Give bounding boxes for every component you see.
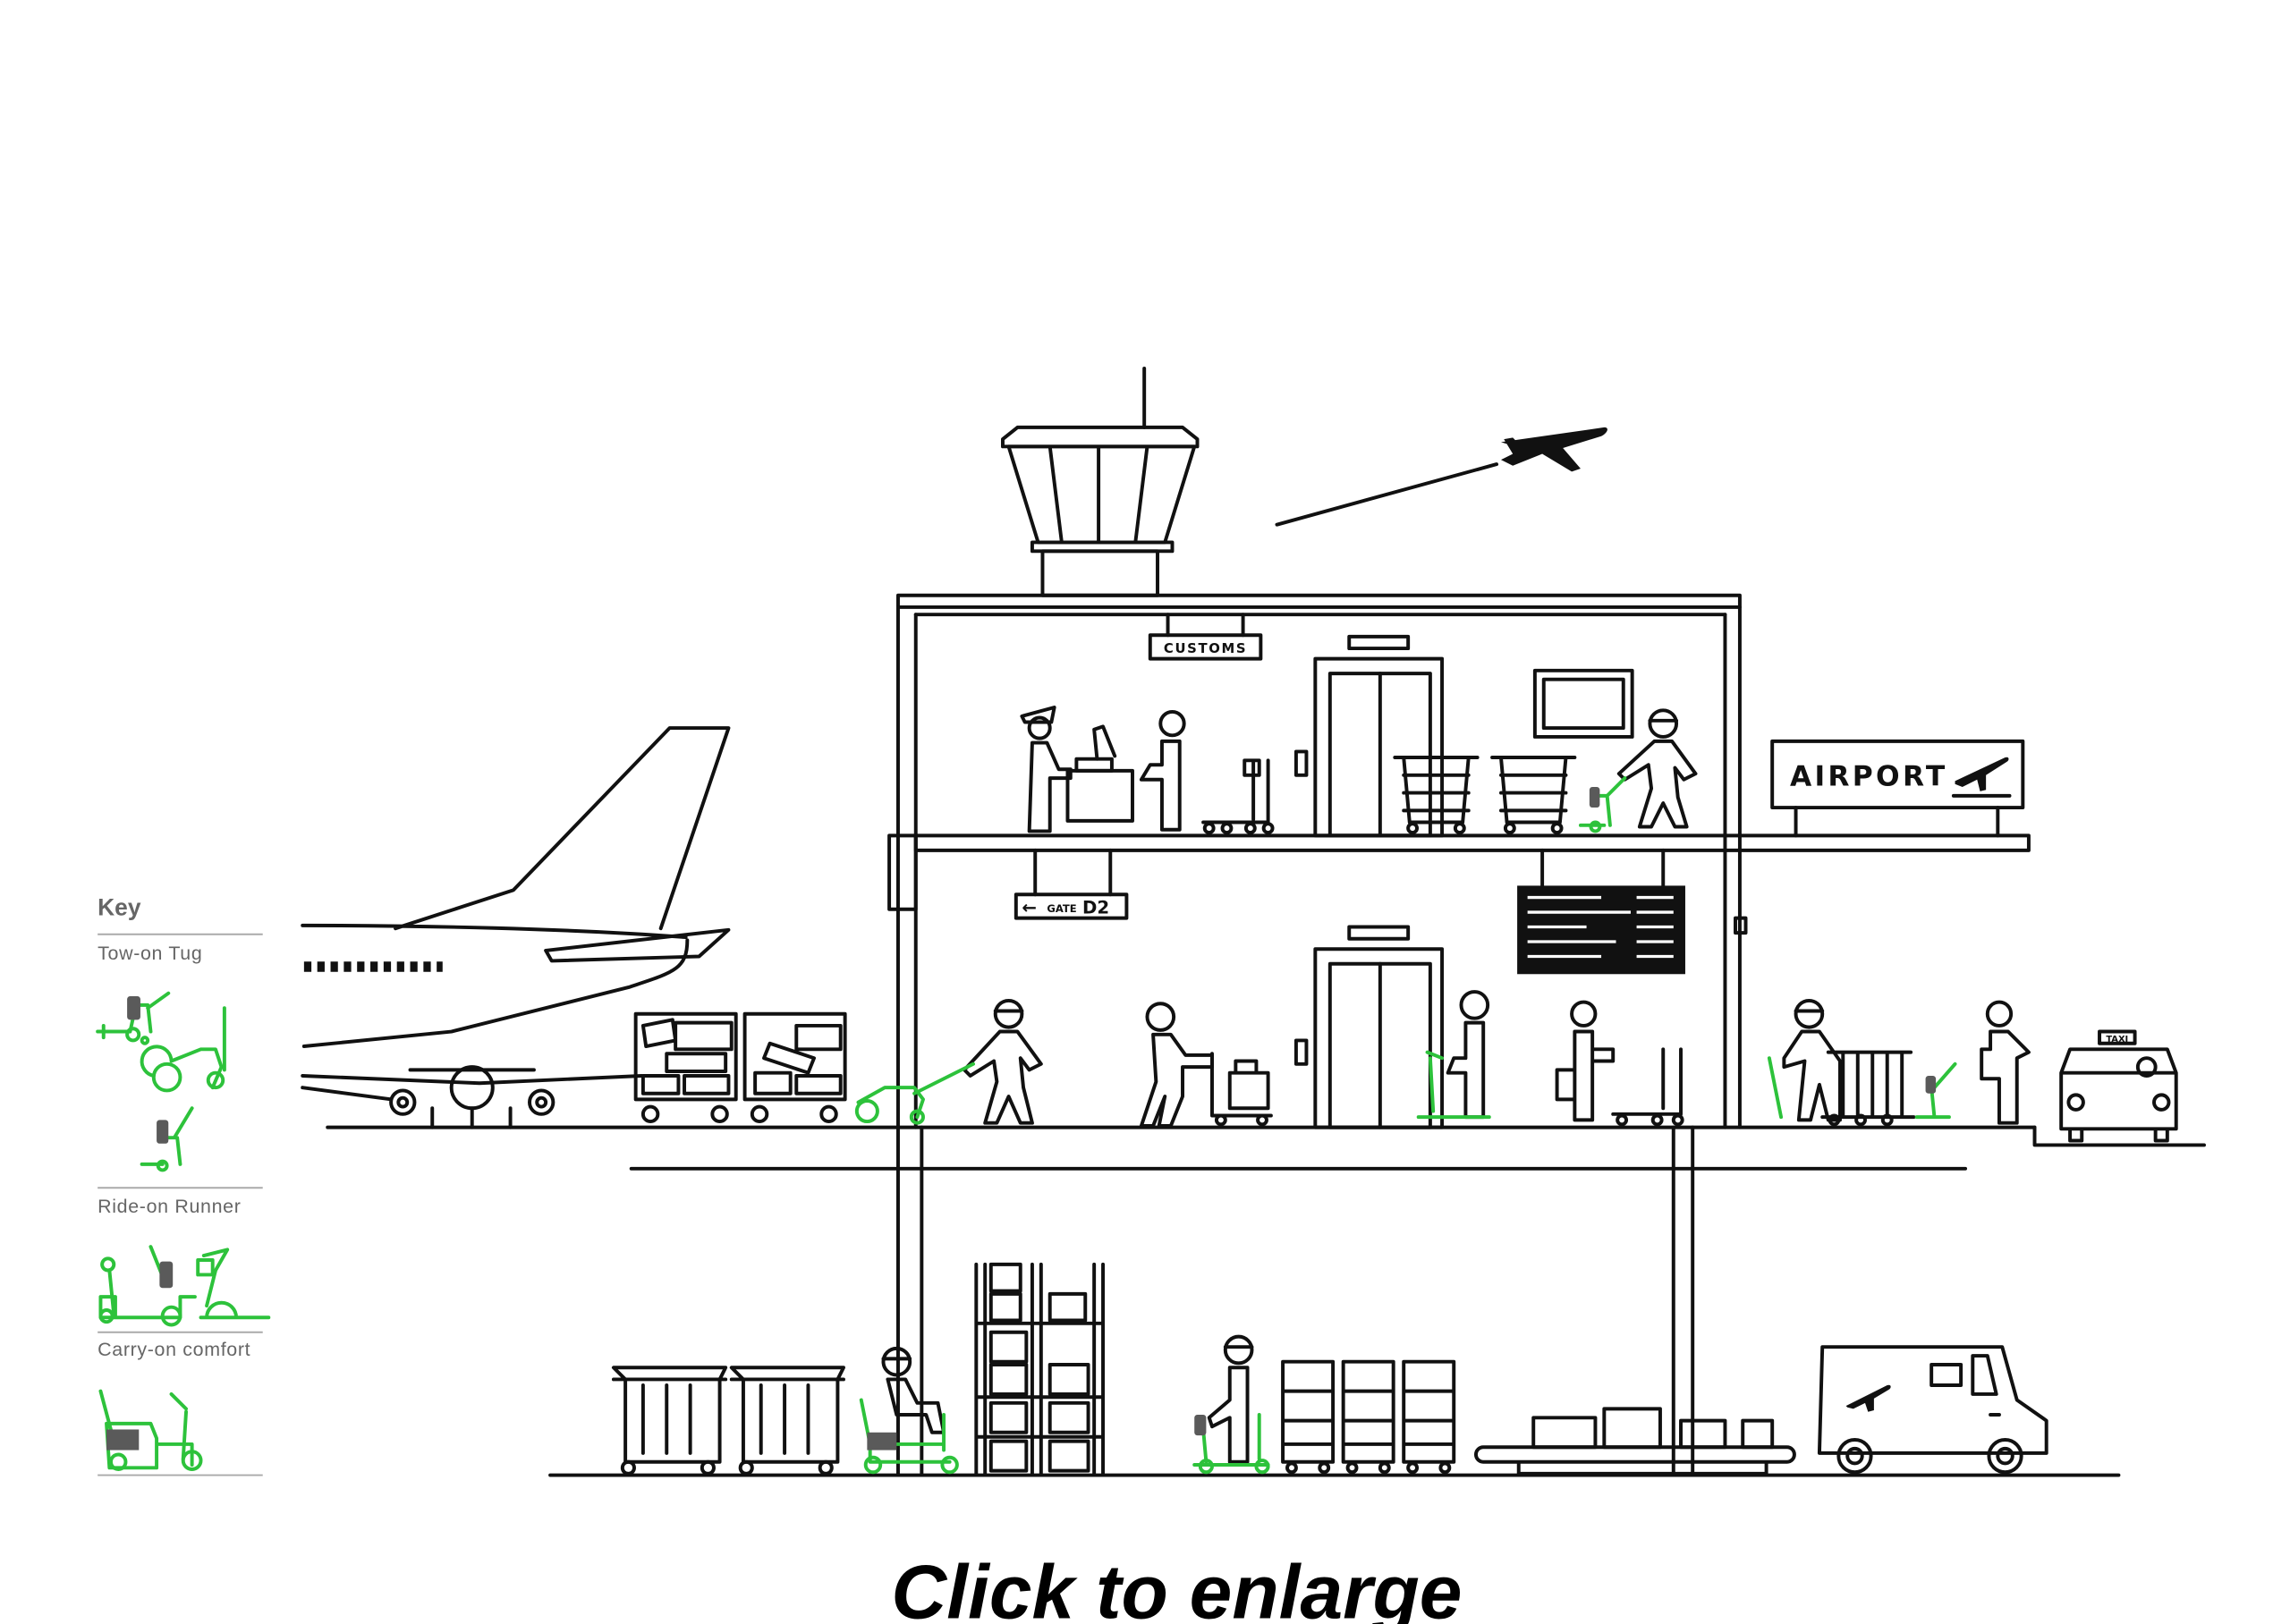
key-title: Key — [98, 893, 141, 920]
taxi: TAXI — [2059, 1029, 2178, 1143]
basement-area — [611, 1262, 2048, 1476]
gate-sign: ← GATE D2 — [1014, 848, 1129, 920]
customs-sign: CUSTOMS — [1148, 613, 1263, 661]
svg-text:AIRPORT: AIRPORT — [1790, 760, 1948, 792]
flying-plane-icon — [1275, 427, 1607, 527]
tow-on-tug-icon — [96, 991, 226, 1172]
baggage-containers — [633, 1011, 847, 1124]
carry-on-comfort-icon — [98, 1389, 203, 1471]
ride-on-runner-icon — [98, 1245, 271, 1327]
departures-icon — [1955, 757, 2009, 791]
key-label-ride-on-runner: Ride-on Runner — [98, 1196, 241, 1217]
svg-text:GATE: GATE — [1047, 902, 1076, 915]
key-label-carry-on-comfort: Carry-on comfort — [98, 1339, 250, 1360]
key-legend: Key Tow-on Tug Ride-on Runner Carry-on c… — [96, 893, 271, 1476]
key-label-tow-on-tug: Tow-on Tug — [98, 943, 202, 964]
svg-text:D2: D2 — [1082, 898, 1109, 918]
svg-text:CUSTOMS: CUSTOMS — [1164, 641, 1247, 656]
terminal-building — [326, 593, 2207, 1477]
people — [854, 706, 2031, 1128]
arrow-left-icon: ← — [1022, 898, 1037, 918]
click-to-enlarge-link[interactable]: Click to enlarge — [891, 1549, 1462, 1624]
airport-sign: AIRPORT — [1770, 739, 2025, 838]
parked-airplane — [301, 726, 731, 1129]
svg-text:TAXI: TAXI — [2106, 1035, 2128, 1045]
control-tower — [1000, 367, 1200, 597]
